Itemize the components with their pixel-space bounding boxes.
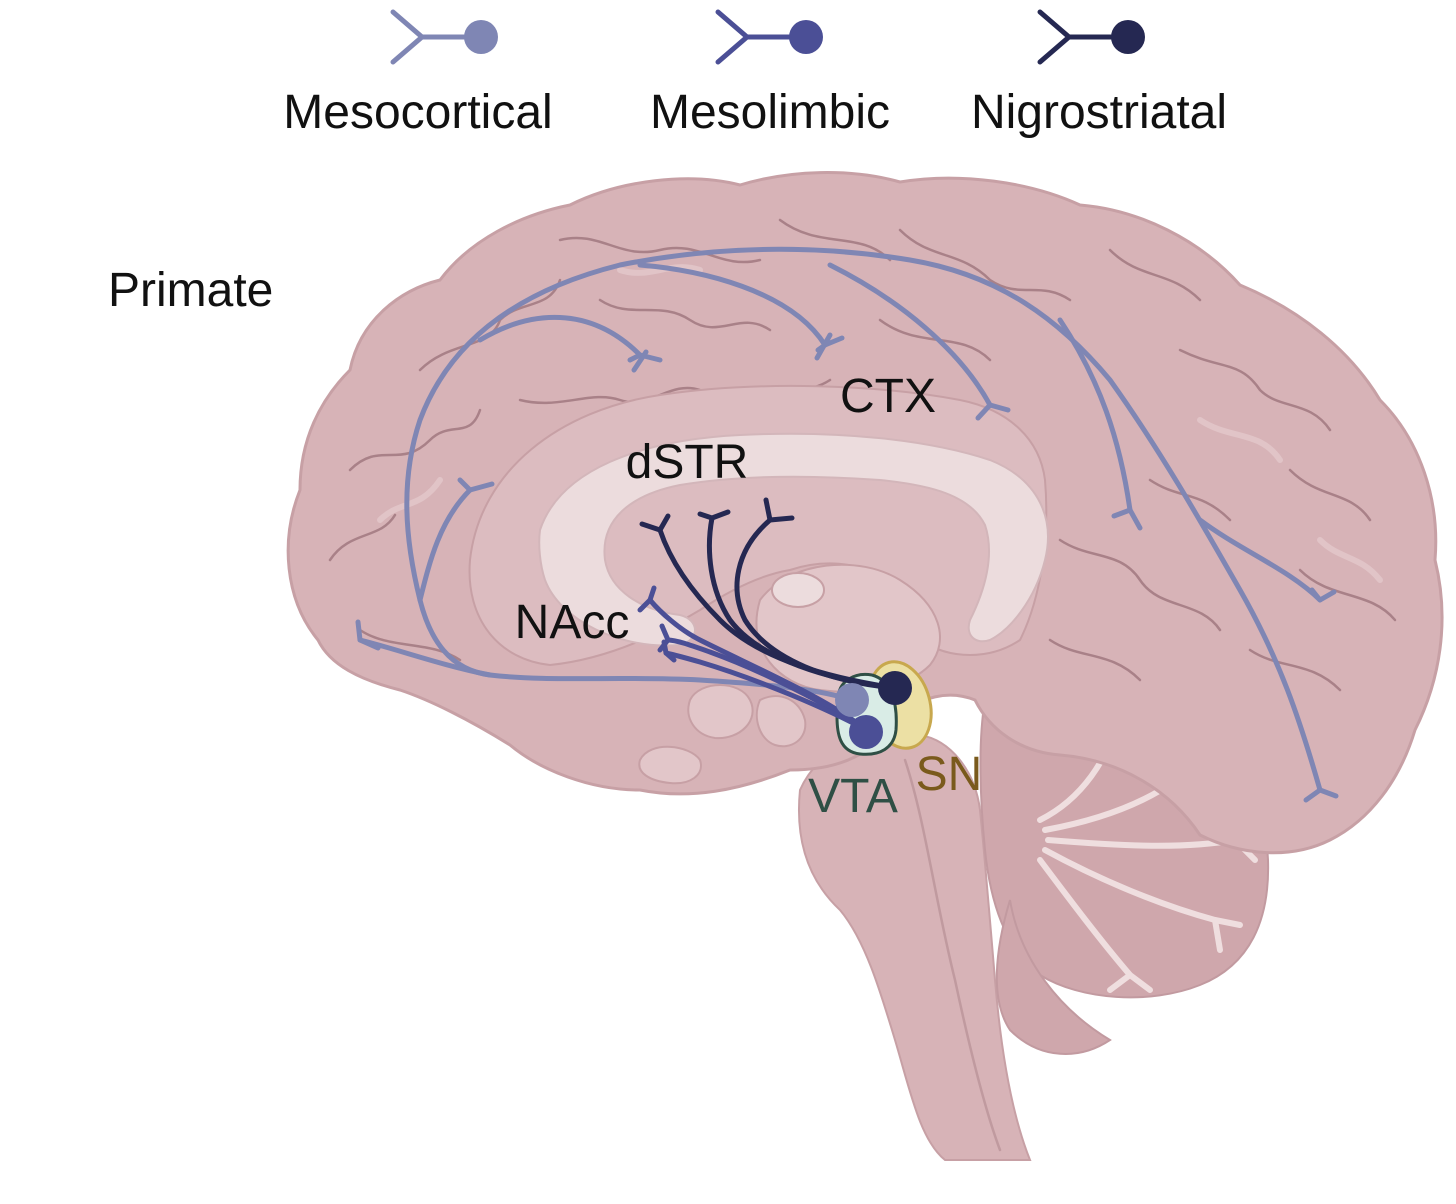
region-label-nacc: NAcc [515, 596, 630, 649]
region-label-dstr: dSTR [626, 436, 749, 489]
legend-label-mesocortical: Mesocortical [283, 86, 552, 139]
species-label: Primate [108, 264, 273, 317]
mesolimbic-synapse-icon [715, 9, 823, 65]
mesolimbic-cell-body [849, 715, 883, 749]
nigrostriatal-cell-body [878, 671, 912, 705]
legend-item-mesocortical: Mesocortical [283, 9, 553, 139]
legend: Mesocortical Mesolimbic Nigrostriatal [283, 9, 1227, 139]
legend-item-nigrostriatal: Nigrostriatal [971, 9, 1227, 139]
region-label-ctx: CTX [840, 370, 936, 423]
legend-label-mesolimbic: Mesolimbic [650, 86, 890, 139]
nigrostriatal-pathway [639, 497, 898, 691]
nigrostriatal-synapse-icon [1037, 9, 1145, 65]
interthalamic-adhesion [771, 572, 825, 608]
legend-label-nigrostriatal: Nigrostriatal [971, 86, 1227, 139]
region-label-sn: SN [916, 748, 983, 801]
mesocortical-pathway [355, 246, 1339, 803]
region-label-vta: VTA [808, 770, 898, 823]
brain-illustration [286, 171, 1444, 1161]
mesolimbic-pathway [637, 585, 869, 733]
legend-item-mesolimbic: Mesolimbic [650, 9, 890, 139]
mesocortical-synapse-icon [390, 9, 498, 65]
mesocortical-cell-body [835, 683, 869, 717]
